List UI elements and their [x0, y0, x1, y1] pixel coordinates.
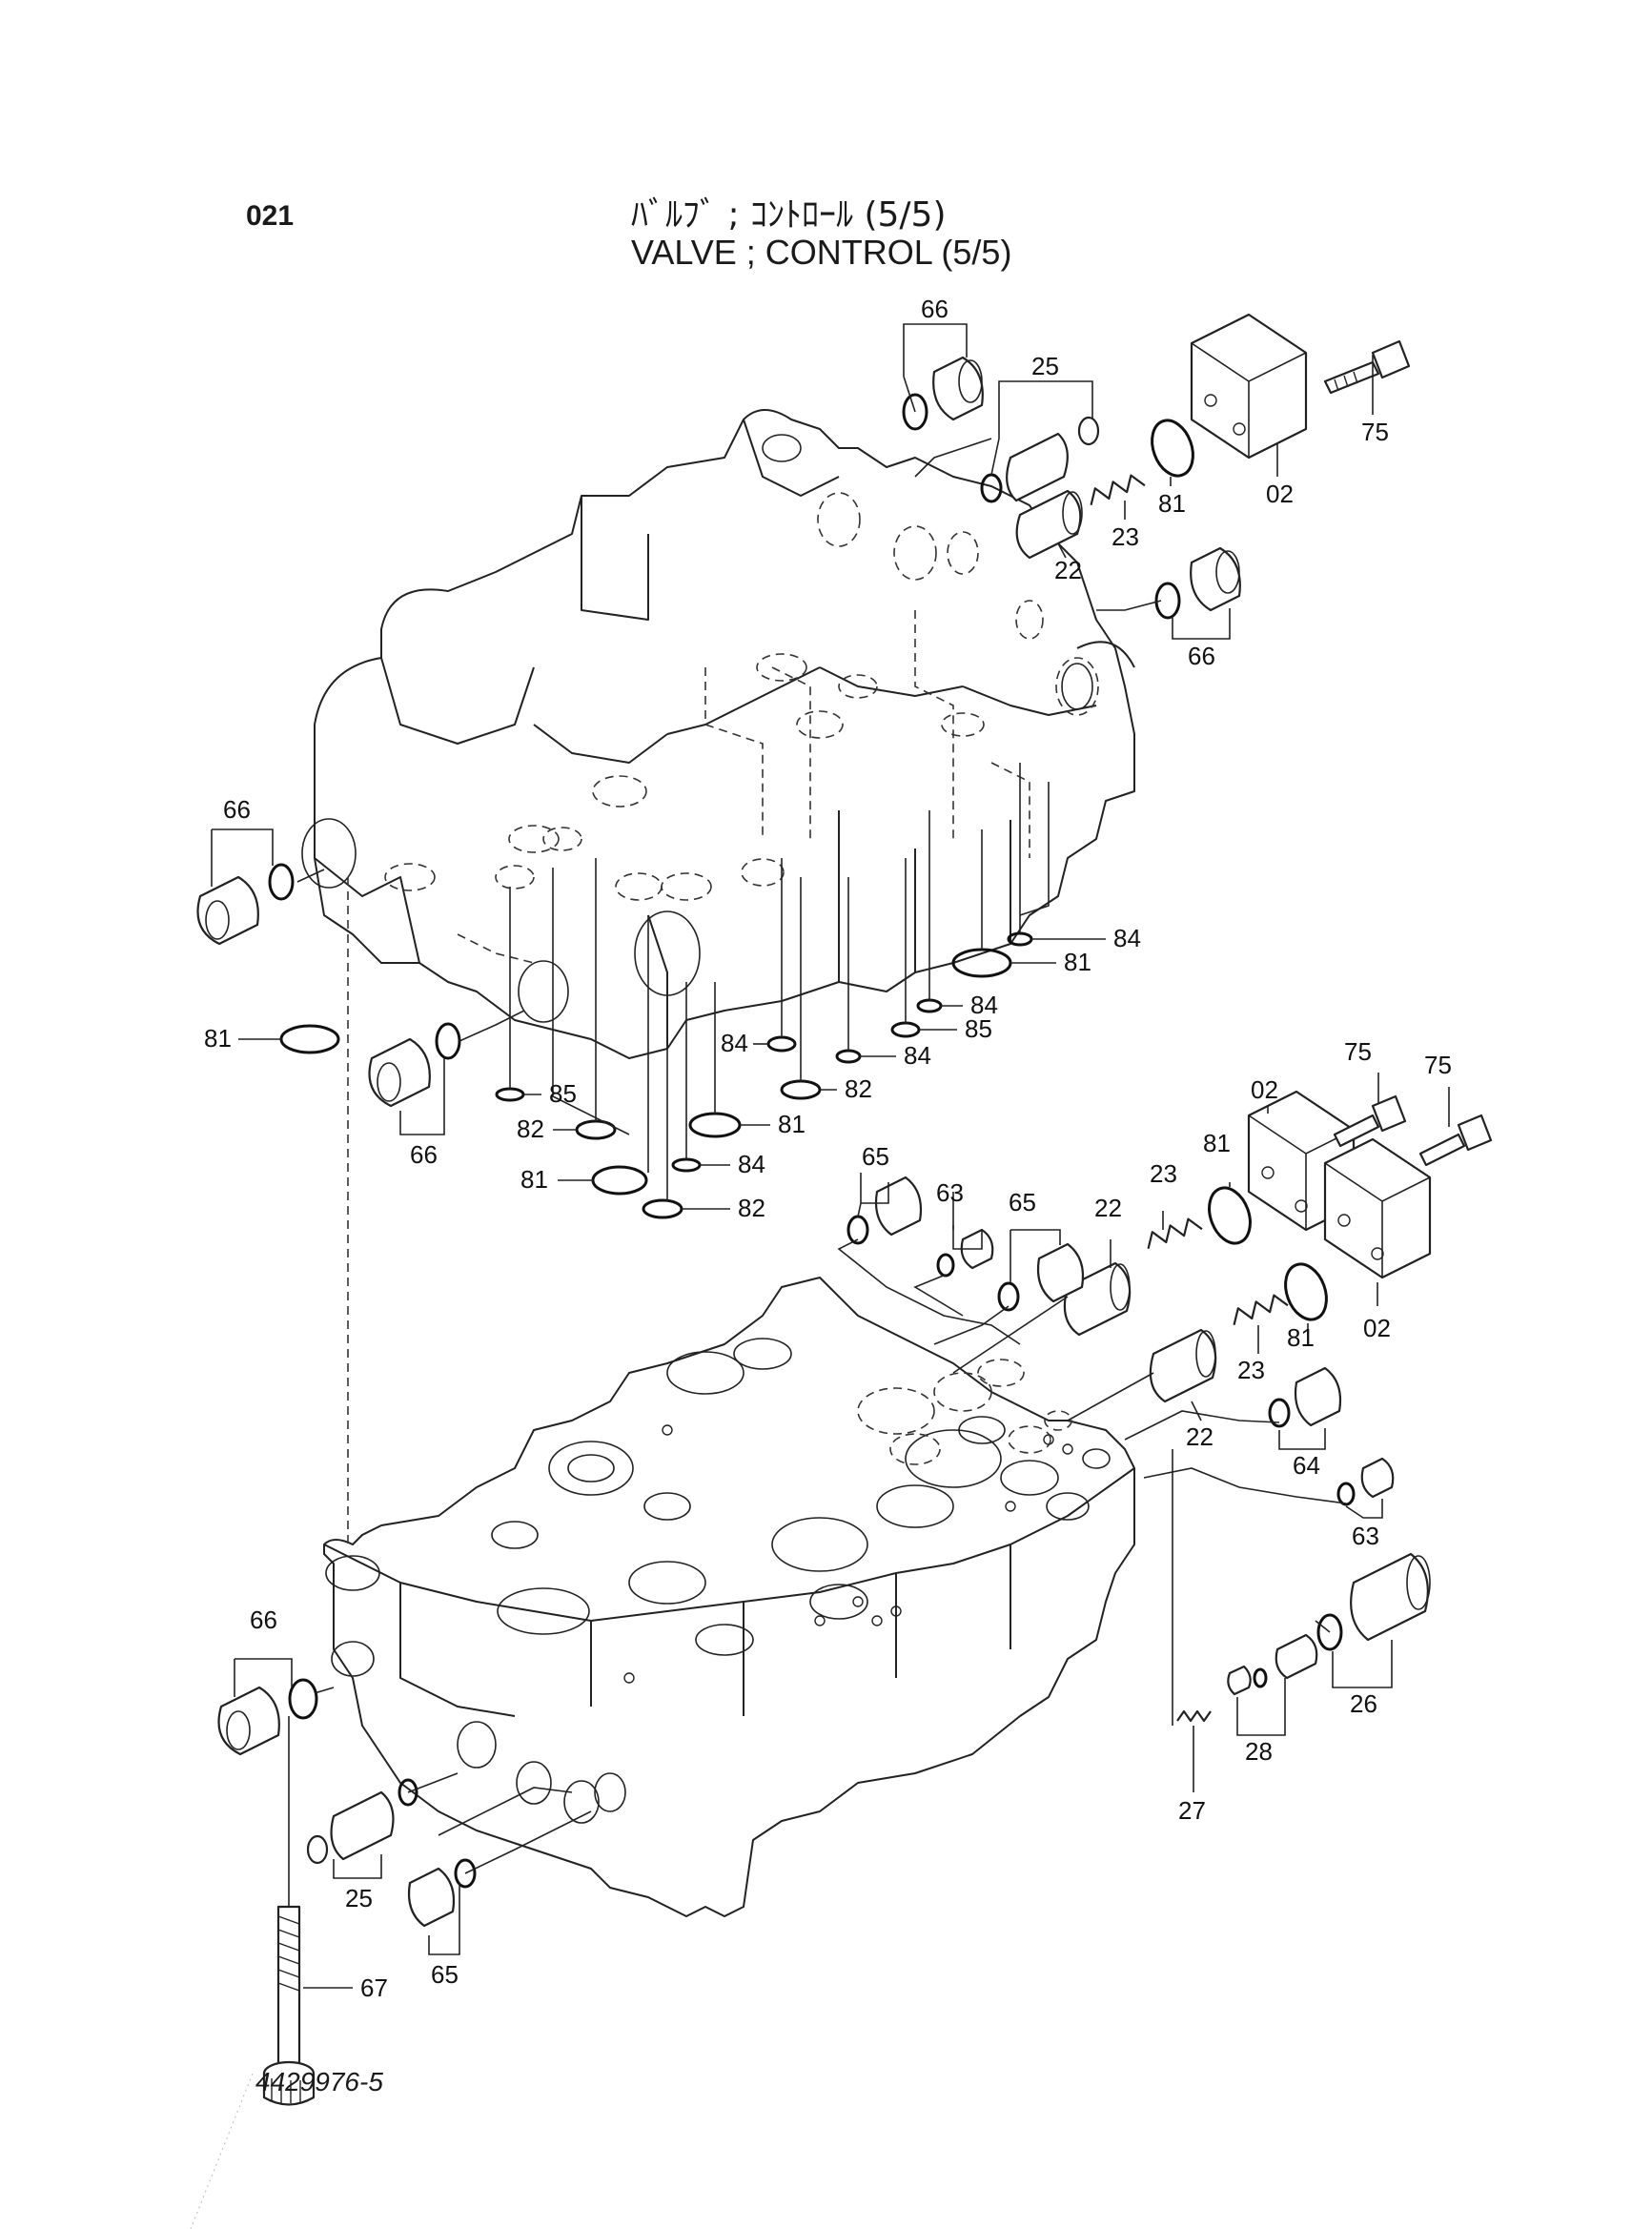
callout-75: 75	[1344, 1037, 1372, 1066]
part-02-cover-mid	[1247, 1090, 1432, 1279]
leader-lines	[211, 323, 1450, 1989]
part-66-plug-right	[1154, 546, 1241, 620]
part-63-plugs	[936, 1228, 1395, 1506]
callout-28: 28	[1245, 1737, 1273, 1766]
callout-84: 84	[904, 1041, 931, 1070]
part-66-plug-left	[196, 863, 295, 946]
callout-81: 81	[1064, 948, 1091, 976]
callout-81: 81	[1158, 489, 1186, 518]
callout-23: 23	[1150, 1159, 1177, 1188]
callout-66: 66	[223, 795, 251, 824]
part-02-cover-top	[1190, 313, 1308, 460]
part-25-plug-bottom	[306, 1778, 418, 1865]
part-25-plug-top	[980, 416, 1100, 503]
callout-84: 84	[721, 1029, 748, 1057]
callout-66: 66	[921, 295, 948, 323]
callout-22: 22	[1186, 1422, 1214, 1451]
callout-81: 81	[1203, 1129, 1231, 1157]
part-66-plug-mid	[368, 1022, 461, 1108]
callout-65: 65	[1009, 1188, 1036, 1217]
callout-84: 84	[970, 991, 998, 1019]
callout-81: 81	[204, 1024, 232, 1053]
callout-63: 63	[1352, 1522, 1379, 1550]
callout-75: 75	[1361, 418, 1389, 446]
callout-27: 27	[1178, 1796, 1206, 1825]
part-27-spring	[1176, 1709, 1212, 1723]
part-23-spring-low	[1233, 1294, 1289, 1326]
callout-22: 22	[1094, 1194, 1122, 1222]
callout-23: 23	[1112, 522, 1139, 551]
callout-85: 85	[965, 1014, 992, 1043]
callout-66: 66	[250, 1605, 277, 1634]
callout-25: 25	[345, 1884, 373, 1912]
part-26-plug	[1316, 1552, 1431, 1651]
callout-81: 81	[1287, 1323, 1315, 1352]
callout-26: 26	[1350, 1689, 1377, 1718]
callout-82: 82	[845, 1074, 872, 1103]
callout-22: 22	[1054, 556, 1082, 584]
part-22-spool-top	[1015, 489, 1083, 560]
page-number: 021	[246, 200, 295, 232]
part-67-bolt	[262, 1905, 316, 2106]
callout-66: 66	[1188, 642, 1215, 670]
part-81-oring-low	[1284, 1262, 1328, 1321]
callout-65: 65	[862, 1142, 889, 1171]
part-23-spring-top	[1090, 474, 1146, 506]
page-title-japanese: ﾊﾞﾙﾌﾞ ; ｺﾝﾄﾛｰﾙ (5/5)	[631, 195, 947, 235]
callout-67: 67	[360, 1973, 388, 2002]
callout-84: 84	[738, 1150, 765, 1178]
part-64-plug	[1268, 1366, 1342, 1428]
callout-02: 02	[1251, 1075, 1278, 1104]
callout-02: 02	[1266, 480, 1294, 508]
part-75-bolts-mid	[1333, 1094, 1493, 1167]
callout-81: 81	[778, 1110, 806, 1138]
callout-84: 84	[1113, 924, 1141, 952]
callout-25: 25	[1031, 352, 1059, 380]
callout-63: 63	[936, 1178, 964, 1207]
callout-66: 66	[410, 1140, 438, 1169]
drawing-number: 4429976-5	[255, 2067, 383, 2096]
callout-82: 82	[517, 1114, 544, 1143]
callout-64: 64	[1293, 1451, 1320, 1480]
part-65-plug-bottom	[407, 1858, 477, 1928]
callout-labels: 66 25 75 02 81 23 22 66 66 84 81 84 85 8…	[204, 295, 1452, 2002]
callout-02: 02	[1363, 1314, 1391, 1342]
part-28-spool	[1227, 1633, 1318, 1696]
lower-valve-body	[323, 1277, 1135, 1917]
page-title-english: VALVE ; CONTROL (5/5)	[631, 233, 1012, 272]
part-22-spool-low	[1149, 1328, 1217, 1403]
part-23-spring-mid	[1147, 1217, 1203, 1250]
scan-artifact-line	[190, 2073, 254, 2229]
part-75-bolt-top	[1323, 339, 1411, 395]
callout-65: 65	[431, 1960, 459, 1989]
callout-23: 23	[1237, 1356, 1265, 1384]
part-66-plug-top	[902, 356, 984, 431]
callout-85: 85	[549, 1079, 577, 1108]
callout-81: 81	[520, 1165, 548, 1194]
part-81-oring-mid	[1208, 1186, 1252, 1245]
part-81-oring-top	[1151, 419, 1194, 478]
callout-82: 82	[738, 1194, 765, 1222]
part-66-plug-bottom	[217, 1678, 318, 1756]
callout-75: 75	[1424, 1051, 1452, 1079]
